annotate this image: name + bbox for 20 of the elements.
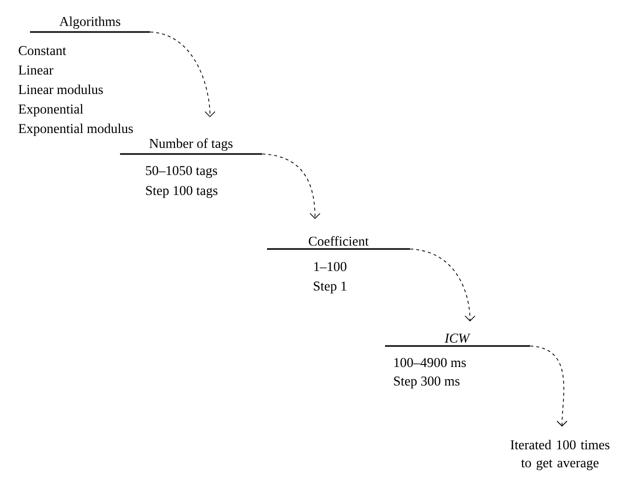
dashed-arrow [530, 346, 568, 427]
list-item: Constant [18, 46, 66, 56]
list-item: Step 1 [314, 282, 346, 294]
list-item: 1–100 [314, 262, 346, 272]
list-item: Linear modulus [18, 84, 103, 94]
list-item: 100–4900 ms [394, 358, 466, 368]
result-text: Iterated 100 times to get average [510, 440, 610, 470]
dashed-arrow [410, 248, 476, 322]
stage-heading: Coefficient [308, 236, 369, 246]
dashed-arrow [150, 32, 216, 118]
list-item: Step 100 tags [146, 186, 218, 198]
stage-heading: Number of tags [149, 138, 233, 151]
dashed-arrow [262, 154, 320, 219]
list-item: Linear [18, 66, 54, 75]
list-item: Step 300 ms [394, 376, 460, 388]
list-item: 50–1050 tags [146, 166, 218, 178]
list-item: Exponential [18, 104, 84, 116]
stage-heading: ICW [444, 334, 470, 343]
list-item: Exponential modulus [18, 124, 133, 136]
stage-heading: Algorithms [59, 16, 120, 29]
